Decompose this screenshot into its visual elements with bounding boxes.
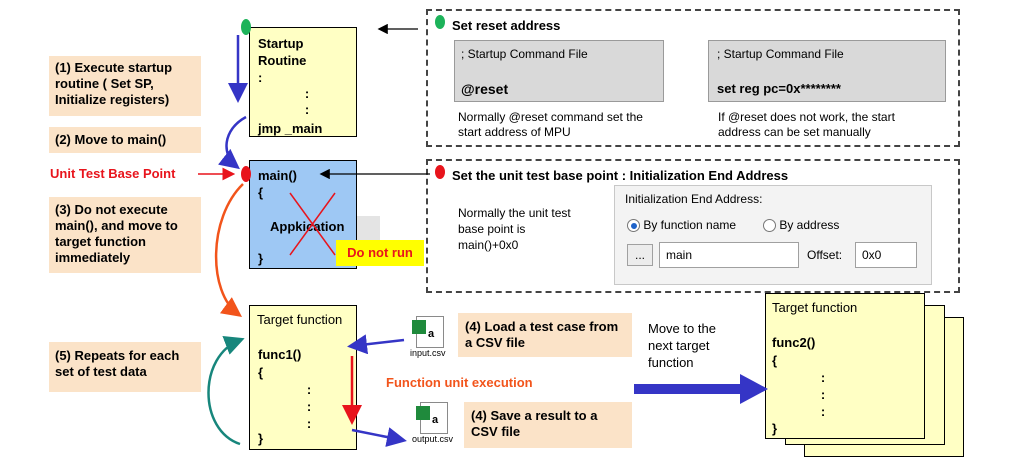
output-csv-letter: a [432,414,439,426]
step5-text: (5) Repeats for each set of test data [55,348,180,379]
init-end-group-title: Initialization End Address: [625,192,763,206]
main-title: main() [258,168,297,183]
reset-title: Set reset address [452,18,561,33]
output-csv-filename: output.csv [412,434,454,444]
startup-jmp: jmp _main [258,121,323,136]
reset-right-note: If @reset does not work, the start addre… [718,110,895,139]
target-close-brace: } [258,431,264,446]
save-csv-arrow [351,427,407,447]
next-target-dot1: : [820,370,826,385]
load-csv-arrow [347,334,405,355]
target-function-box: Target function func1() { : : : } [249,305,357,450]
radio-by-address-dot [763,219,776,233]
radio-by-address-label: By address [779,218,840,232]
reset-panel: Set reset address ; Startup Command File… [426,9,960,147]
do-not-run-label: Do not run [336,240,424,266]
base-point-title: Set the unit test base point : Initializ… [452,168,789,183]
base-red-dot [435,165,445,179]
offset-value: 0x0 [862,248,882,262]
offset-label: Offset: [807,248,843,262]
target-open-brace: { [258,365,264,380]
reset-right-cmd: set reg pc=0x******** [717,81,841,96]
step1-box: (1) Execute startup routine ( Set SP, In… [49,56,201,116]
reset-left-header: ; Startup Command File [461,47,588,61]
next-target-close-brace: } [772,421,778,436]
load-csv-text: (4) Load a test case from a CSV file [465,319,619,350]
startup-line2: Routine [258,53,307,68]
target-title: Target function [257,312,343,327]
radio-by-function-label: By function name [643,218,737,232]
function-exec-label: Function unit execution [386,375,533,390]
save-csv-text: (4) Save a result to a CSV file [471,408,598,439]
base-point-label: Unit Test Base Point [50,166,176,181]
reset-left-note: Normally @reset command set the start ad… [458,110,643,139]
cross-line-2 [289,192,336,256]
init-end-group: Initialization End Address: By function … [614,185,932,285]
startup-green-dot [241,19,251,35]
input-csv-icon: a input.csv [406,314,454,362]
repeat-arrow [207,336,245,446]
main-red-dot [241,166,251,182]
radio-by-function-dot [627,219,640,233]
next-target-dot2: : [820,387,826,402]
target-dot1: : [306,382,312,397]
base-point-panel: Set the unit test base point : Initializ… [426,159,960,293]
step2-box: (2) Move to main() [49,127,201,153]
save-csv-box: (4) Save a result to a CSV file [464,402,632,448]
move-next-label: Move to the next target function [648,321,716,370]
browse-button[interactable]: ... [627,244,653,266]
base-point-note: Normally the unit test base point is mai… [458,206,571,252]
target-func: func1() [258,347,302,362]
step5-box: (5) Repeats for each set of test data [49,342,201,392]
main-open-brace: { [258,185,264,200]
next-target-box: Target function func2() { : : : } [765,293,925,439]
function-name-value: main [666,248,693,262]
startup-routine-box: Startup Routine : : : jmp _main [249,27,357,137]
radio-by-address[interactable]: By address [763,218,840,233]
main-app-label: Appkication [270,219,345,234]
offset-input[interactable]: 0x0 [855,242,917,268]
move-next-arrow [634,374,768,404]
next-target-open-brace: { [772,353,778,368]
reset-right-code: ; Startup Command File set reg pc=0x****… [708,40,946,102]
next-target-dot3: : [820,404,826,419]
next-target-func: func2() [772,335,816,350]
input-csv-letter: a [428,328,435,340]
reset-left-code: ; Startup Command File @reset [454,40,664,102]
load-csv-box: (4) Load a test case from a CSV file [458,313,632,357]
reset-right-header: ; Startup Command File [717,47,844,61]
main-close-brace: } [258,251,264,266]
target-dot3: : [306,416,312,431]
step2-text: (2) Move to main() [55,132,167,147]
input-csv-filename: input.csv [410,348,446,358]
jump-main-arrow [218,115,247,170]
startup-line3: : [258,70,263,85]
startup-line1: Startup [258,36,304,51]
skip-main-arrow [214,183,244,317]
step3-box: (3) Do not execute main(), and move to t… [49,197,201,273]
startup-dot2: : [304,102,310,117]
target-dot2: : [306,399,312,414]
radio-by-function[interactable]: By function name [627,218,737,233]
startup-dot1: : [304,86,310,101]
function-name-input[interactable]: main [659,242,799,268]
step1-text: (1) Execute startup routine ( Set SP, In… [55,60,173,107]
next-target-title: Target function [772,300,858,315]
reset-left-cmd: @reset [461,81,509,97]
reset-green-dot [435,15,445,29]
output-csv-icon: a output.csv [410,400,460,448]
step3-text: (3) Do not execute main(), and move to t… [55,202,178,265]
